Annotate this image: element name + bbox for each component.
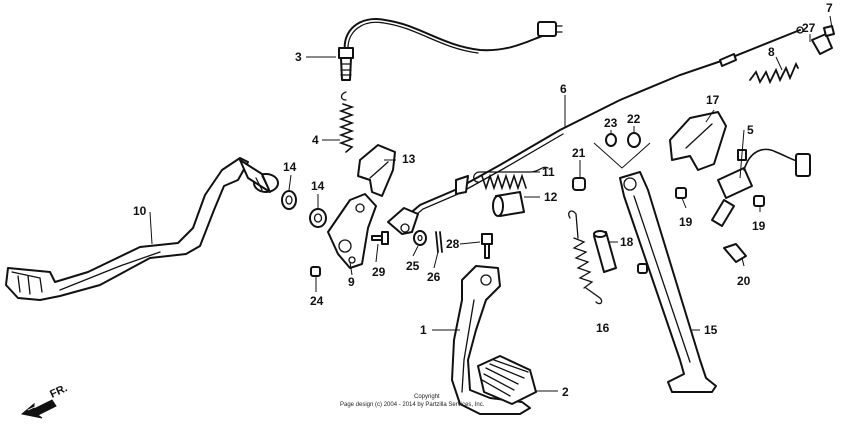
- copyright-line-2: Page design (c) 2004 - 2014 by Partzilla…: [340, 402, 485, 408]
- callout-14-upper: 14: [283, 160, 297, 174]
- washer-22: [627, 132, 641, 148]
- front-direction-arrow: FR.: [20, 382, 69, 419]
- leader-lines: [149, 15, 833, 392]
- bushing-18: [593, 231, 617, 273]
- brake-pedal: [5, 157, 279, 301]
- callout-3: 3: [295, 50, 302, 64]
- spring-11: [473, 166, 549, 191]
- brake-rod: [387, 26, 804, 235]
- spring-4: [338, 103, 355, 153]
- callout-18: 18: [620, 235, 634, 249]
- washer-14-upper-hole: [285, 195, 293, 205]
- callout-23: 23: [604, 116, 618, 130]
- callout-24: 24: [310, 294, 324, 308]
- spring-4-hook: [340, 91, 347, 101]
- nut-24: [310, 266, 321, 277]
- bushing-18-end: [593, 230, 607, 238]
- callout-21: 21: [572, 146, 586, 160]
- nut-21: [572, 177, 586, 191]
- callout-6: 6: [560, 82, 567, 96]
- callout-27: 27: [802, 21, 816, 35]
- washer-25-hole: [417, 234, 423, 242]
- callout-29: 29: [372, 265, 386, 279]
- brake-switch-cable: [338, 18, 563, 81]
- footpeg-rubber-2: [477, 355, 537, 405]
- callout-19-left: 19: [679, 215, 693, 229]
- callout-12: 12: [544, 190, 558, 204]
- callout-14-lower: 14: [311, 179, 325, 193]
- callout-20: 20: [737, 274, 751, 288]
- callout-22: 22: [627, 112, 641, 126]
- callout-9: 9: [348, 275, 355, 289]
- washer-25: [413, 230, 427, 246]
- cover-13: [357, 144, 396, 197]
- callout-4: 4: [312, 133, 319, 147]
- spring-16: [568, 210, 603, 305]
- callout-8: 8: [768, 45, 775, 59]
- bracket-17-edge: [685, 123, 713, 149]
- callout-5: 5: [747, 123, 754, 137]
- joint-7: [811, 33, 833, 55]
- side-stand-15: [619, 171, 717, 393]
- spring-8: [749, 61, 799, 85]
- bolt-19-left: [675, 187, 687, 199]
- pin-26: [435, 231, 443, 253]
- washer-14-lower-hole: [313, 213, 323, 223]
- washer-23: [605, 133, 617, 147]
- washer-14-upper: [281, 190, 297, 210]
- bolt-19-right: [753, 195, 765, 207]
- callout-16: 16: [596, 321, 610, 335]
- direction-label: FR.: [48, 382, 69, 400]
- callout-1: 1: [420, 323, 427, 337]
- copyright-line-1: Copyright: [414, 394, 440, 400]
- bolt-20: [723, 243, 747, 263]
- callout-19-right: 19: [752, 219, 766, 233]
- bushing-12-end: [492, 195, 504, 217]
- callout-15: 15: [704, 323, 718, 337]
- switch-5: [711, 148, 811, 227]
- bolt-28-head: [481, 233, 493, 245]
- pin-7: [823, 25, 835, 37]
- callout-11: 11: [542, 165, 555, 179]
- bracket-17: [669, 111, 727, 171]
- nut-small: [637, 263, 648, 274]
- arm-9: [327, 193, 377, 269]
- callout-26: 26: [427, 270, 441, 284]
- washer-14-lower: [309, 208, 327, 228]
- callout-25: 25: [406, 259, 420, 273]
- callout-labels: 1 2 3 4 5 6 7 8 9 10 11 12 13 14 14 15 1…: [133, 1, 833, 399]
- callout-28: 28: [446, 237, 460, 251]
- callout-2: 2: [562, 385, 569, 399]
- callout-7: 7: [826, 1, 833, 15]
- callout-13: 13: [402, 152, 416, 166]
- washer-leader-v: [593, 142, 651, 169]
- cover-13-edge: [369, 161, 389, 179]
- callout-17: 17: [706, 93, 720, 107]
- callout-10: 10: [133, 204, 147, 218]
- arrow-icon: [20, 399, 57, 419]
- bolt-28-shank: [484, 243, 490, 259]
- bolt-29-head: [381, 231, 389, 245]
